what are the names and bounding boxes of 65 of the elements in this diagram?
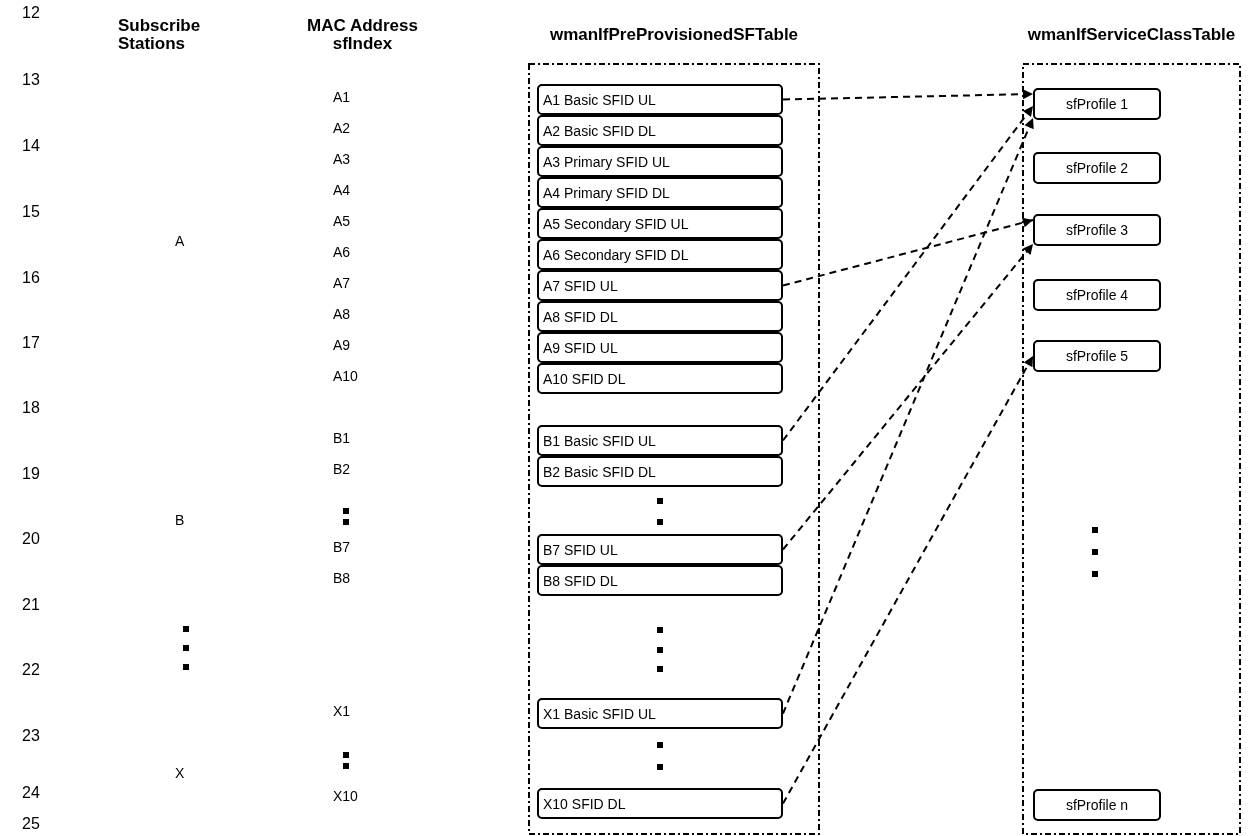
table-row-box: A10 SFID DL [537, 363, 783, 394]
line-number: 13 [22, 71, 40, 89]
line-number: 24 [22, 784, 40, 802]
line-number: 22 [22, 661, 40, 679]
index-label: A1 [333, 88, 351, 106]
dashed-arrow [782, 117, 1034, 715]
line-number: 25 [22, 815, 40, 833]
index-label: A5 [333, 212, 351, 230]
table-heading: wmanIfPreProvisionedSFTable [548, 25, 800, 45]
table-row-box: A8 SFID DL [537, 301, 783, 332]
table-row-box: A3 Primary SFID UL [537, 146, 783, 177]
station-label: A [175, 232, 185, 250]
index-label: B8 [333, 569, 351, 587]
dashed-arrow [782, 105, 1034, 442]
table-row-box: B7 SFID UL [537, 534, 783, 565]
column-heading: Subscribe Stations [118, 17, 202, 53]
table-row-box: B2 Basic SFID DL [537, 456, 783, 487]
index-label: X1 [333, 702, 351, 720]
profile-box: sfProfile 3 [1033, 214, 1161, 246]
index-label: A2 [333, 119, 351, 137]
station-label: B [175, 511, 185, 529]
line-number: 19 [22, 465, 40, 483]
table-row-box: A7 SFID UL [537, 270, 783, 301]
index-label: A9 [333, 336, 351, 354]
line-number: 15 [22, 203, 40, 221]
table-row-box: A9 SFID UL [537, 332, 783, 363]
index-label: B7 [333, 538, 351, 556]
line-number: 21 [22, 596, 40, 614]
line-number: 14 [22, 137, 40, 155]
line-number: 12 [22, 4, 40, 22]
index-label: A8 [333, 305, 351, 323]
table-row-box: B8 SFID DL [537, 565, 783, 596]
index-label: B2 [333, 460, 351, 478]
table-row-box: A4 Primary SFID DL [537, 177, 783, 208]
profile-box: sfProfile 4 [1033, 279, 1161, 311]
dashed-arrow [782, 355, 1034, 805]
line-number: 16 [22, 269, 40, 287]
index-label: B1 [333, 429, 351, 447]
table-heading: wmanIfServiceClassTable [1026, 25, 1237, 45]
line-number: 20 [22, 530, 40, 548]
index-label: A10 [333, 367, 358, 385]
line-number: 17 [22, 334, 40, 352]
profile-box: sfProfile 5 [1033, 340, 1161, 372]
dashed-arrow [782, 217, 1034, 287]
table-row-box: A1 Basic SFID UL [537, 84, 783, 115]
column-heading: MAC Address sfIndex [306, 17, 419, 53]
profile-box: sfProfile n [1033, 789, 1161, 821]
index-label: A3 [333, 150, 351, 168]
index-label: A4 [333, 181, 351, 199]
index-label: A7 [333, 274, 351, 292]
station-label: X [175, 764, 185, 782]
index-label: A6 [333, 243, 351, 261]
dashed-arrow [782, 89, 1034, 101]
profile-box: sfProfile 1 [1033, 88, 1161, 120]
table-row-box: A2 Basic SFID DL [537, 115, 783, 146]
line-number: 18 [22, 399, 40, 417]
index-label: X10 [333, 787, 358, 805]
table-row-box: X1 Basic SFID UL [537, 698, 783, 729]
table-row-box: X10 SFID DL [537, 788, 783, 819]
table-row-box: B1 Basic SFID UL [537, 425, 783, 456]
profile-box: sfProfile 2 [1033, 152, 1161, 184]
table-row-box: A6 Secondary SFID DL [537, 239, 783, 270]
dashed-arrow [782, 243, 1034, 551]
table-row-box: A5 Secondary SFID UL [537, 208, 783, 239]
line-number: 23 [22, 727, 40, 745]
